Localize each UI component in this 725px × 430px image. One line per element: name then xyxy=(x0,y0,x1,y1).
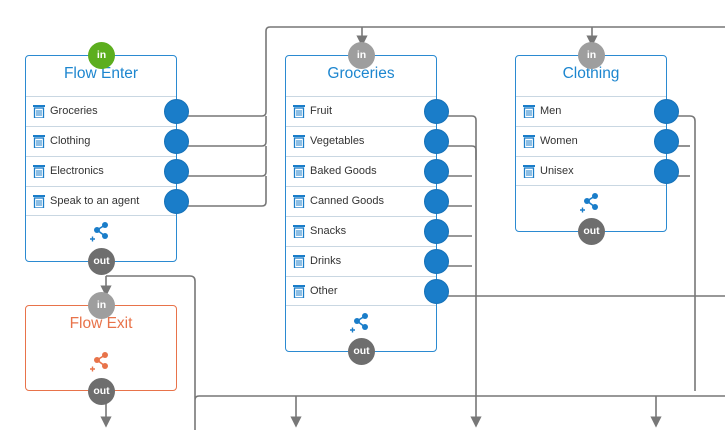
wire-bottom-bus xyxy=(194,391,725,430)
output-port[interactable] xyxy=(654,129,679,154)
wire-enter-out xyxy=(106,275,196,391)
row-vegetables[interactable]: Vegetables xyxy=(286,126,449,156)
row-snacks[interactable]: Snacks xyxy=(286,216,449,246)
wire-vegetables[interactable] xyxy=(448,145,477,160)
row-label: Speak to an agent xyxy=(50,195,140,207)
row-label: Other xyxy=(310,285,338,297)
share-icon[interactable] xyxy=(349,312,371,334)
row-label: Groceries xyxy=(50,105,98,117)
flow-enter-node[interactable]: Flow Enter Groceries Clothing Electronic… xyxy=(25,55,189,262)
trash-icon[interactable] xyxy=(33,165,45,178)
row-label: Drinks xyxy=(310,255,342,267)
trash-icon[interactable] xyxy=(293,165,305,178)
clothing-in-port[interactable]: in xyxy=(578,42,605,69)
clothing-out-port[interactable]: out xyxy=(578,218,605,245)
wire-groceries[interactable] xyxy=(188,26,725,117)
wire-fruit[interactable] xyxy=(448,115,482,428)
row-label: Baked Goods xyxy=(310,165,377,177)
groceries-node[interactable]: Groceries Fruit Vegetables Baked Goods C… xyxy=(285,55,449,352)
row-women[interactable]: Women xyxy=(516,126,679,156)
node-title: Clothing xyxy=(562,65,620,82)
row-canned-goods[interactable]: Canned Goods xyxy=(286,186,449,216)
row-label: Women xyxy=(540,135,578,147)
trash-icon[interactable] xyxy=(523,165,535,178)
output-port[interactable] xyxy=(654,159,679,184)
wire-clothing[interactable] xyxy=(188,116,267,147)
trash-icon[interactable] xyxy=(293,195,305,208)
trash-icon[interactable] xyxy=(523,105,535,118)
node-title: Flow Enter xyxy=(63,65,139,82)
row-clothing[interactable]: Clothing xyxy=(26,126,189,156)
wire-men[interactable] xyxy=(678,115,696,391)
row-groceries[interactable]: Groceries xyxy=(26,96,189,126)
trash-icon[interactable] xyxy=(293,225,305,238)
output-port[interactable] xyxy=(164,99,189,124)
output-port[interactable] xyxy=(424,189,449,214)
groceries-in-port[interactable]: in xyxy=(348,42,375,69)
output-port[interactable] xyxy=(164,129,189,154)
trash-icon[interactable] xyxy=(33,105,45,118)
row-fruit[interactable]: Fruit xyxy=(286,96,449,126)
wire-speak-agent[interactable] xyxy=(188,176,267,207)
trash-icon[interactable] xyxy=(523,135,535,148)
node-title: Groceries xyxy=(327,65,395,82)
output-port[interactable] xyxy=(424,219,449,244)
trash-icon[interactable] xyxy=(33,195,45,208)
output-port[interactable] xyxy=(424,159,449,184)
row-unisex[interactable]: Unisex xyxy=(516,156,679,186)
row-baked-goods[interactable]: Baked Goods xyxy=(286,156,449,186)
output-port[interactable] xyxy=(424,249,449,274)
share-icon[interactable] xyxy=(89,221,111,243)
row-label: Electronics xyxy=(50,165,104,177)
row-electronics[interactable]: Electronics xyxy=(26,156,189,186)
trash-icon[interactable] xyxy=(293,135,305,148)
node-title: Flow Exit xyxy=(69,315,133,332)
flow-exit-out-port[interactable]: out xyxy=(88,378,115,405)
flow-exit-in-port[interactable]: in xyxy=(88,292,115,319)
clothing-node[interactable]: Clothing Men Women Unisex xyxy=(515,55,679,232)
row-speak-agent[interactable]: Speak to an agent xyxy=(26,186,189,216)
share-icon[interactable] xyxy=(89,351,111,373)
row-label: Canned Goods xyxy=(310,195,384,207)
trash-icon[interactable] xyxy=(293,255,305,268)
row-men[interactable]: Men xyxy=(516,96,679,126)
row-label: Fruit xyxy=(310,105,332,117)
output-port[interactable] xyxy=(424,99,449,124)
share-icon[interactable] xyxy=(579,192,601,214)
flow-enter-in-port[interactable]: in xyxy=(88,42,115,69)
output-port[interactable] xyxy=(424,279,449,304)
row-other[interactable]: Other xyxy=(286,276,449,306)
row-label: Men xyxy=(540,105,562,117)
row-label: Unisex xyxy=(540,165,574,177)
output-port[interactable] xyxy=(164,159,189,184)
wire-electronics[interactable] xyxy=(188,146,267,177)
output-port[interactable] xyxy=(164,189,189,214)
flow-enter-out-port[interactable]: out xyxy=(88,248,115,275)
row-drinks[interactable]: Drinks xyxy=(286,246,449,276)
trash-icon[interactable] xyxy=(293,285,305,298)
output-port[interactable] xyxy=(424,129,449,154)
row-label: Snacks xyxy=(310,225,347,237)
groceries-out-port[interactable]: out xyxy=(348,338,375,365)
trash-icon[interactable] xyxy=(293,105,305,118)
trash-icon[interactable] xyxy=(33,135,45,148)
output-port[interactable] xyxy=(654,99,679,124)
row-label: Vegetables xyxy=(310,135,365,147)
row-label: Clothing xyxy=(50,135,91,147)
flow-exit-node[interactable]: Flow Exit xyxy=(25,305,177,391)
